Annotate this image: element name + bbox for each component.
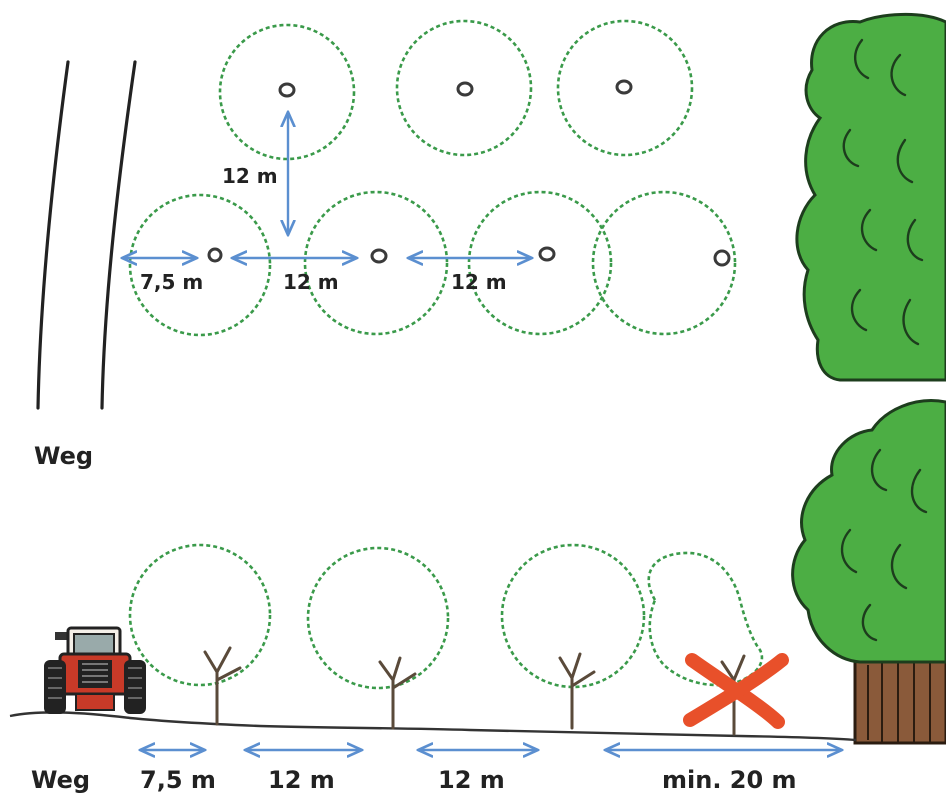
label-forest-distance: min. 20 m [662,766,797,794]
forest-edge-bottom [791,399,946,745]
label-edge-distance-top: 7,5 m [140,270,204,294]
crown-outline [395,19,533,157]
label-weg-bottom: Weg [31,766,91,794]
crown-outline-excluded [647,551,764,687]
trunk-marker [370,248,388,264]
ground-line [9,711,857,742]
label-spacing-top-1: 12 m [283,270,339,294]
trunk-marker [207,247,223,263]
bottom-crowns [128,543,764,690]
trunk-marker [278,82,296,98]
saplings [203,646,746,736]
road-lines-top [36,60,137,410]
red-x-icon [683,653,789,729]
label-spacing-bottom-1: 12 m [268,766,335,794]
crown-outline [556,19,694,157]
trunk-marker [538,246,556,262]
top-trunks [207,79,731,267]
sapling [203,646,242,726]
top-crowns [128,19,737,337]
sapling [378,656,417,730]
forest-edge-top [795,13,946,382]
trunk-marker [615,79,633,95]
crown-outline [500,543,646,689]
trunk-marker [713,249,731,267]
tractor-icon [44,626,146,714]
crown-outline [467,190,613,336]
sapling [558,652,596,730]
trunk-marker [456,81,474,97]
crown-outline [591,190,737,336]
crown-outline [128,543,272,687]
crown-outline [128,193,272,337]
label-edge-distance-bottom: 7,5 m [140,766,216,794]
top-dimensions [122,112,532,258]
label-spacing-bottom-2: 12 m [438,766,505,794]
label-weg-top: Weg [34,442,94,470]
label-vertical-spacing: 12 m [222,164,278,188]
label-spacing-top-2: 12 m [451,270,507,294]
crown-outline [306,546,450,690]
